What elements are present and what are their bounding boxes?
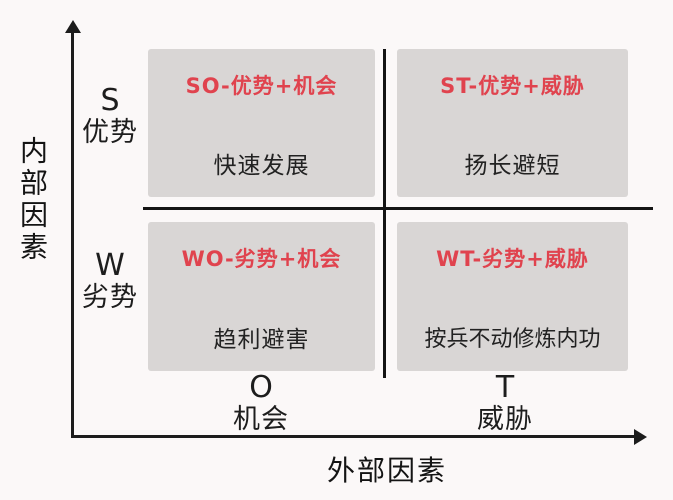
y-axis-arrow-icon: [65, 20, 81, 33]
label-weaknesses-letter: W: [95, 248, 125, 283]
label-opportunities-letter: O: [249, 370, 273, 405]
label-threats-letter: T: [495, 370, 515, 405]
quadrant-so: SO-优势+机会 快速发展: [148, 49, 375, 197]
label-weaknesses: W 劣势: [78, 249, 142, 313]
y-axis-title: 内部因素: [16, 136, 49, 264]
quadrant-wt: WT-劣势+威胁 按兵不动修炼内功: [397, 222, 628, 371]
label-strengths: S 优势: [78, 84, 142, 148]
y-axis-line: [71, 30, 74, 437]
quadrant-wt-title: WT-劣势+威胁: [436, 247, 589, 271]
quadrant-st-strategy: 扬长避短: [464, 153, 561, 179]
quadrant-so-strategy: 快速发展: [213, 153, 310, 179]
label-weaknesses-word: 劣势: [82, 282, 138, 313]
quadrant-wo: WO-劣势+机会 趋利避害: [148, 222, 375, 371]
label-strengths-letter: S: [100, 83, 120, 118]
quadrant-wo-title: WO-劣势+机会: [181, 247, 342, 271]
label-threats-word: 威胁: [477, 404, 533, 435]
label-threats: T 威胁: [440, 371, 570, 435]
quadrant-wo-strategy: 趋利避害: [213, 327, 310, 353]
x-axis-arrow-icon: [634, 428, 647, 445]
quadrant-divider-horizontal: [143, 207, 653, 210]
quadrant-wt-strategy: 按兵不动修炼内功: [424, 327, 601, 352]
quadrant-st: ST-优势+威胁 扬长避短: [397, 49, 628, 197]
quadrant-so-title: SO-优势+机会: [185, 74, 338, 98]
x-axis-title: 外部因素: [326, 454, 447, 487]
quadrant-divider-vertical: [383, 49, 386, 378]
label-opportunities: O 机会: [196, 371, 326, 435]
label-strengths-word: 优势: [82, 117, 138, 148]
quadrant-st-title: ST-优势+威胁: [440, 74, 585, 98]
label-opportunities-word: 机会: [233, 404, 289, 435]
x-axis-line: [71, 435, 637, 438]
